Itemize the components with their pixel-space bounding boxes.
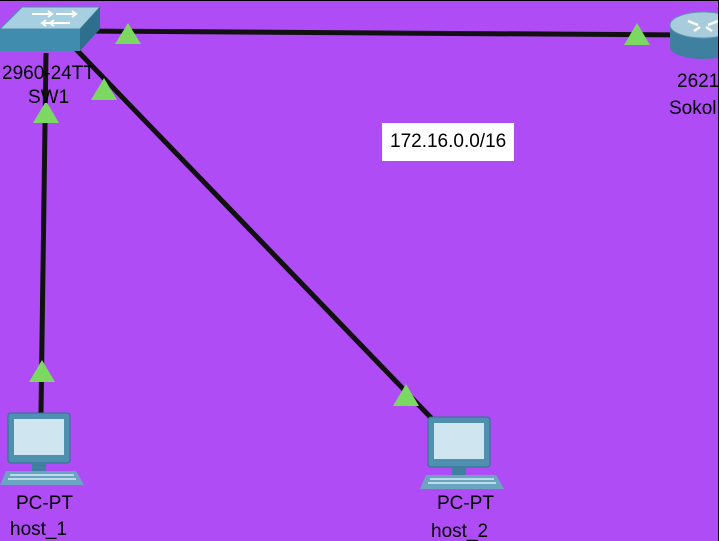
link-sw1-sokol[interactable]: [79, 28, 691, 38]
host2-name-label: host_2: [431, 521, 489, 541]
host2-model-label: PC-PT: [437, 493, 494, 514]
switch-name-label: SW1: [28, 87, 70, 108]
switch-model-label: 2960-24TT: [2, 63, 95, 84]
link-status-up-icon: [393, 384, 419, 406]
link-status-up-icon: [29, 360, 55, 382]
router-model-label: 2621: [677, 71, 719, 92]
link-status-up-icon: [33, 101, 59, 123]
host1-name-label: host_1: [10, 519, 68, 540]
pc-icon[interactable]: [0, 411, 84, 487]
router-icon[interactable]: [668, 5, 719, 65]
link-status-up-icon: [624, 23, 650, 45]
link-sw1-host2[interactable]: [68, 41, 440, 427]
link-status-up-icon: [115, 23, 141, 44]
pc-icon[interactable]: [420, 415, 504, 491]
host1-model-label: PC-PT: [16, 493, 73, 514]
router-name-label: Sokol: [669, 98, 717, 119]
link-status-up-icon: [91, 78, 117, 100]
network-address-note[interactable]: 172.16.0.0/16: [382, 123, 515, 161]
switch-icon[interactable]: [0, 5, 102, 55]
